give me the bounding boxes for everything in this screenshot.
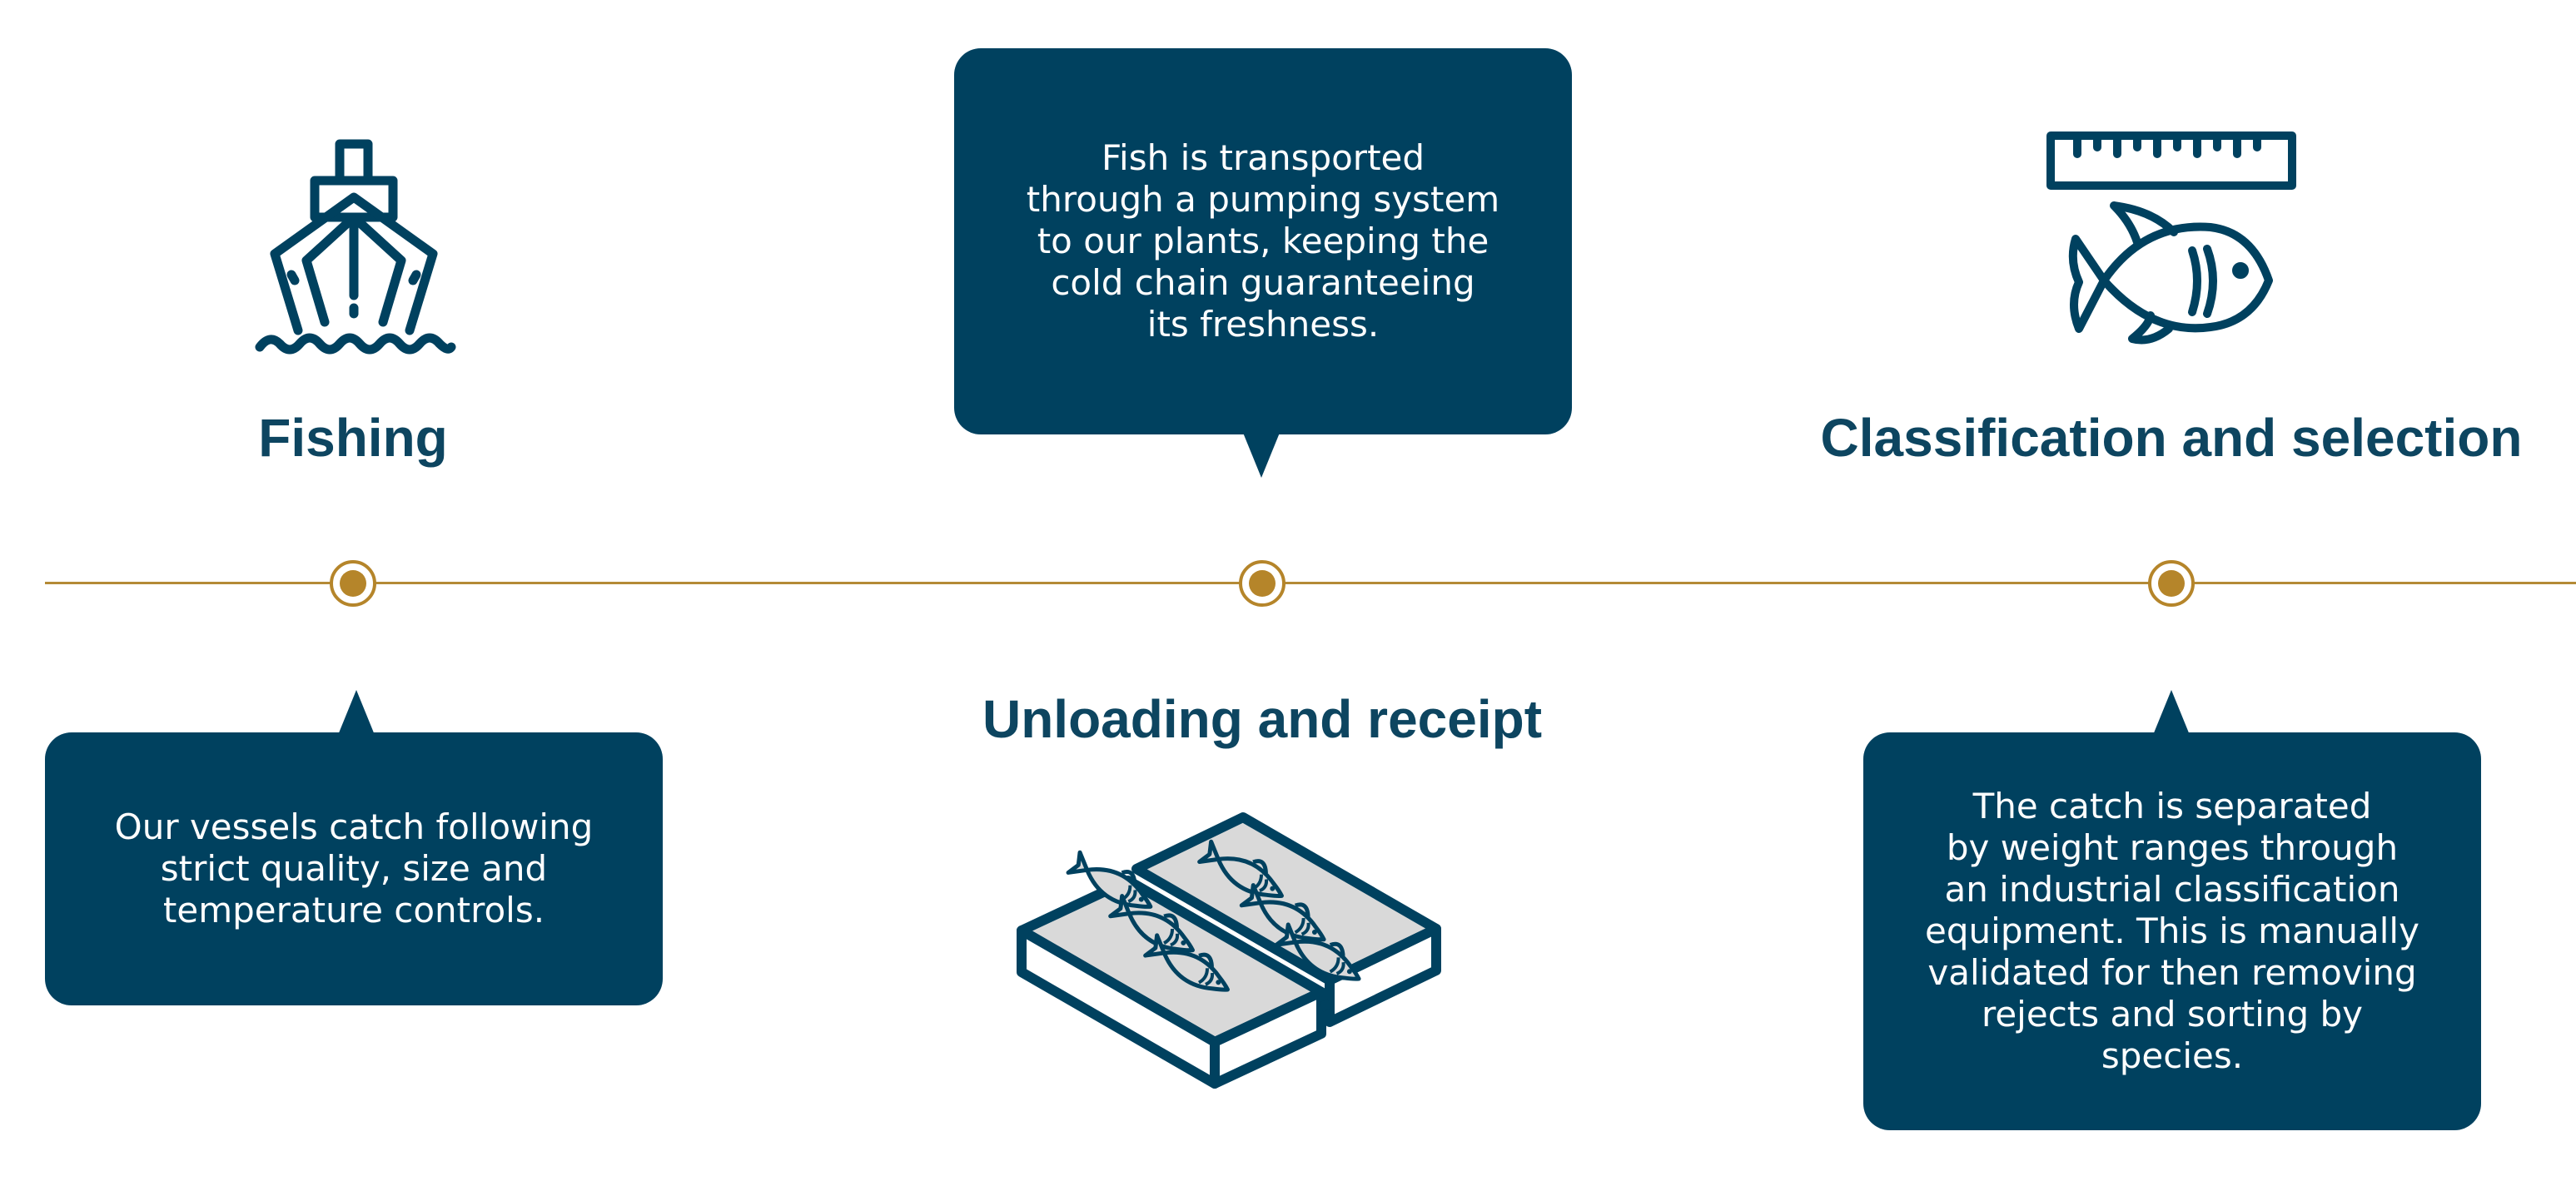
step-title-classification: Classification and selection bbox=[1820, 408, 2523, 468]
marker-dot bbox=[1249, 570, 1276, 597]
timeline-marker-fishing bbox=[330, 560, 376, 607]
timeline-marker-unloading bbox=[1239, 560, 1286, 607]
callout-pointer-classification bbox=[2153, 690, 2190, 735]
marker-dot bbox=[340, 570, 366, 597]
fish-crates-icon bbox=[1017, 812, 1441, 1089]
ship-icon bbox=[255, 139, 456, 355]
callout-box-unloading: Fish is transported through a pumping sy… bbox=[954, 48, 1572, 434]
callout-text-unloading: Fish is transported through a pumping sy… bbox=[1026, 137, 1500, 345]
step-title-fishing: Fishing bbox=[258, 408, 448, 468]
callout-box-classification: The catch is separated by weight ranges … bbox=[1863, 732, 2481, 1130]
timeline-marker-classification bbox=[2148, 560, 2195, 607]
marker-dot bbox=[2158, 570, 2185, 597]
timeline-line bbox=[45, 582, 2576, 584]
callout-text-classification: The catch is separated by weight ranges … bbox=[1925, 786, 2419, 1076]
callout-text-fishing: Our vessels catch following strict quali… bbox=[114, 806, 594, 930]
callout-pointer-unloading bbox=[1243, 433, 1280, 478]
callout-pointer-fishing bbox=[338, 690, 375, 735]
step-title-unloading: Unloading and receipt bbox=[982, 689, 1543, 749]
ruler-fish-icon bbox=[2046, 131, 2296, 345]
callout-box-fishing: Our vessels catch following strict quali… bbox=[45, 732, 663, 1005]
